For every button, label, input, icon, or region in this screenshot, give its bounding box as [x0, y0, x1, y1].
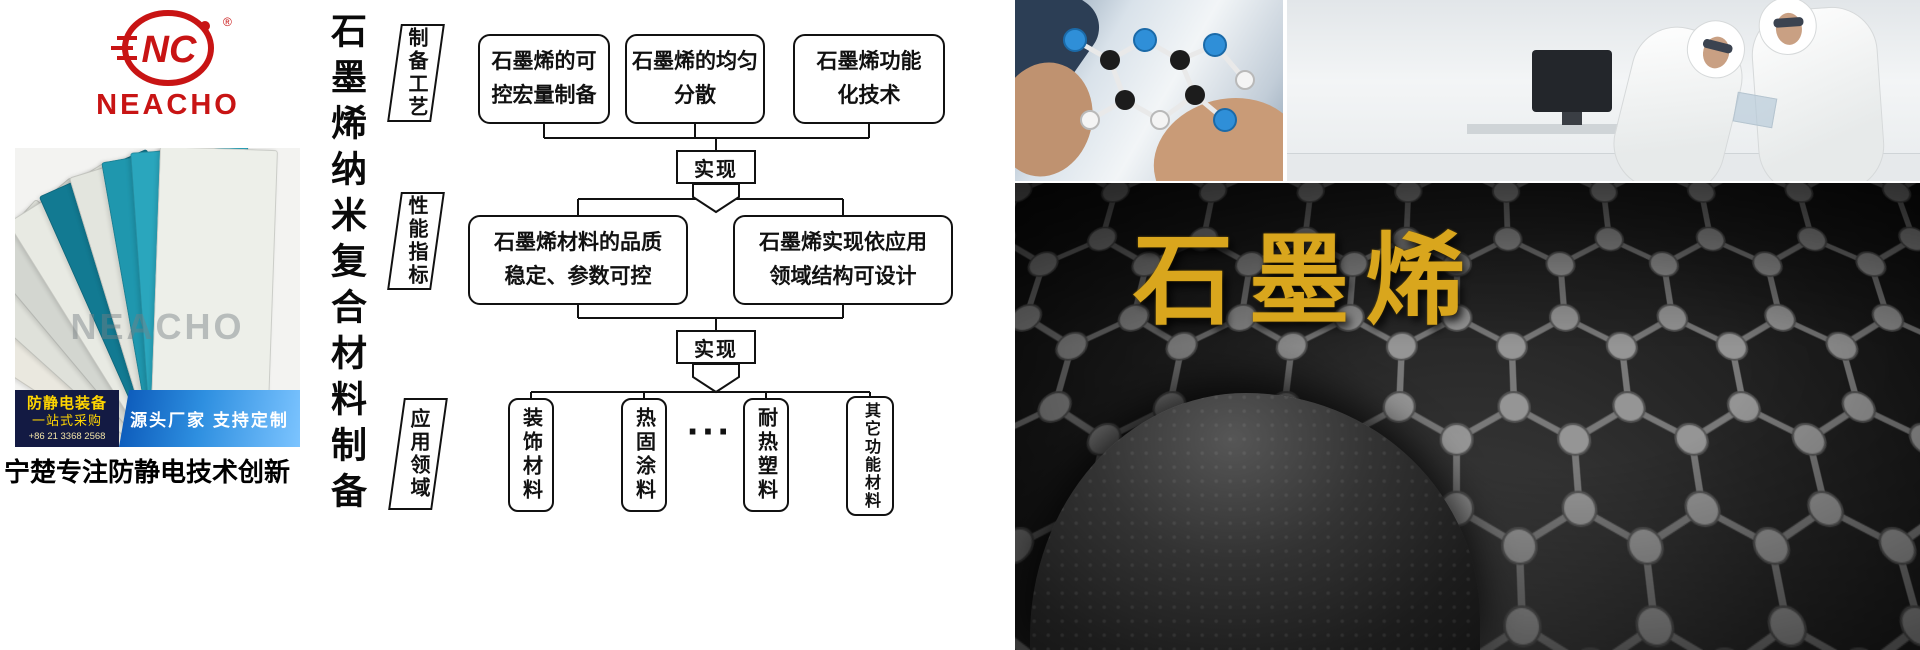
scientist-figure — [1748, 0, 1888, 181]
application-box-1: 装饰材料 — [508, 398, 554, 512]
brand-logo: NC ® NEACHO — [88, 8, 248, 122]
application-box-3: 耐热塑料 — [743, 398, 789, 512]
ellipsis-text: ··· — [687, 410, 733, 454]
photo-cleanroom-lab — [1287, 0, 1920, 181]
performance-box-1: 石墨烯材料的品质 稳定、参数可控 — [468, 215, 688, 305]
application-box-4: 其它功能材料 — [846, 396, 894, 516]
stage-label-text: 制备工艺 — [404, 27, 427, 119]
application-box-2: 热固涂料 — [621, 398, 667, 512]
promo-phone: +86 21 3368 2568 — [28, 430, 106, 442]
box-text: 化技术 — [837, 84, 901, 107]
product-photo: NEACHO 防静电装备 一站式采购 +86 21 3368 2568 源头厂家… — [15, 148, 300, 447]
box-text: 分散 — [674, 84, 716, 107]
neacho-logo-icon: NC ® — [111, 10, 232, 86]
arrow-down-icon — [692, 183, 740, 214]
promo-strip-left: 防静电装备 一站式采购 +86 21 3368 2568 — [15, 390, 119, 447]
realize-box-1: 实现 — [676, 150, 756, 184]
stage-label-text: 应用领域 — [406, 408, 429, 500]
process-box-2: 石墨烯的均匀 分散 — [625, 34, 765, 124]
photo-molecule-model — [1015, 0, 1283, 181]
box-text: 装饰材料 — [519, 407, 542, 503]
arrow-down-icon — [692, 363, 740, 394]
promo-strip: 防静电装备 一站式采购 +86 21 3368 2568 源头厂家 支持定制 — [15, 390, 300, 447]
photo-graphene-lattice: 石墨烯 — [1015, 183, 1920, 650]
box-text: 稳定、参数可控 — [504, 265, 652, 288]
promo-slogan: 源头厂家 支持定制 — [119, 390, 300, 447]
process-box-3: 石墨烯功能 化技术 — [793, 34, 945, 124]
lab-desk — [1467, 124, 1667, 134]
lab-monitor — [1532, 50, 1612, 112]
flowchart: 制备工艺 性能指标 应用领域 石墨烯的可 控宏量制备 石墨烯的均匀 分散 石墨烯… — [378, 0, 978, 650]
box-text: 石墨烯功能 — [816, 50, 922, 74]
molecule-model-icon — [1063, 28, 1255, 132]
box-text: 石墨烯材料的品质 — [494, 231, 662, 255]
specimen-shape — [1732, 91, 1778, 129]
brand-panel: NC ® NEACHO NEACHO 防静电装备 一站式采购 +86 21 33… — [0, 0, 312, 650]
box-text: 控宏量制备 — [491, 84, 597, 107]
box-text: 耐热塑料 — [754, 407, 777, 503]
brand-wordmark: NEACHO — [96, 89, 240, 121]
hood-shape — [1756, 0, 1819, 57]
main-title-vertical: 石墨烯纳米复合材料制备 — [326, 12, 367, 518]
box-text: 石墨烯的均匀 — [632, 50, 758, 74]
graphene-caption: 石墨烯 — [1133, 225, 1481, 337]
promo-line2: 一站式采购 — [31, 413, 102, 429]
box-text: 石墨烯的可 — [491, 50, 597, 74]
lab-monitor-stand — [1562, 112, 1582, 125]
photo-watermark: NEACHO — [70, 306, 245, 347]
process-box-1: 石墨烯的可 控宏量制备 — [478, 34, 610, 124]
logo-mark: NC — [142, 29, 197, 71]
realize-box-2: 实现 — [676, 330, 756, 364]
hood-shape — [1680, 14, 1752, 85]
flow-connectors — [530, 124, 871, 400]
atoms — [1063, 28, 1255, 132]
brand-tagline: 宁楚专注防静电技术创新 — [4, 457, 291, 487]
box-text: 其它功能材料 — [862, 402, 879, 510]
box-text: 石墨烯实现依应用 — [759, 231, 927, 255]
box-text: 领域结构可设计 — [769, 265, 917, 288]
registered-mark-icon: ® — [223, 15, 232, 29]
promo-line1: 防静电装备 — [26, 394, 107, 412]
box-text: 热固涂料 — [632, 407, 655, 503]
performance-box-2: 石墨烯实现依应用 领域结构可设计 — [733, 215, 953, 305]
stage-label-text: 性能指标 — [404, 195, 427, 287]
